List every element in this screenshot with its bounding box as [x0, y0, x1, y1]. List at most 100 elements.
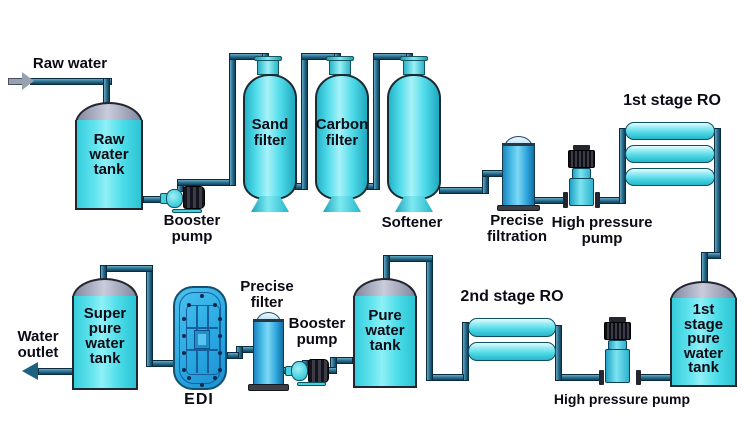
ro-stage-1-label: 1st stage RO — [623, 92, 721, 109]
tank-body — [670, 298, 737, 387]
pipe-segment — [640, 374, 672, 381]
vessel-cap — [403, 60, 425, 75]
bolt-dot — [218, 351, 222, 355]
ro2-membrane — [468, 318, 556, 337]
ro1-membrane — [625, 168, 715, 186]
pipe-segment — [146, 265, 153, 367]
booster-pump-2-impeller — [291, 361, 308, 381]
booster-pump-1-impeller — [166, 189, 183, 208]
edi-label: EDI — [184, 391, 214, 408]
ro1-membrane — [625, 145, 715, 163]
raw-water-arrow-shaft — [8, 78, 23, 85]
bolt-dot — [213, 303, 217, 307]
bolt-dot — [218, 368, 222, 372]
booster-pump-2-motor — [308, 359, 329, 383]
ro-stage-2-label: 2nd stage RO — [460, 288, 564, 305]
arrow-right-icon — [22, 72, 34, 90]
precise-filter-vessel — [253, 319, 284, 386]
bolt-dot — [218, 317, 222, 321]
tank-body — [75, 120, 143, 210]
raw-water-inlet-label: Raw water — [32, 55, 108, 72]
precise-filter-base — [248, 384, 289, 391]
pipe-segment — [227, 352, 239, 359]
pipe-segment — [30, 78, 112, 85]
arrow-left-icon — [22, 362, 38, 380]
tank-label: Raw water tank — [89, 131, 129, 178]
booster-pump-1-base — [172, 209, 202, 213]
bolt-dot — [200, 383, 204, 387]
vessel-skirt — [323, 196, 361, 212]
hp-pump-1-flange — [563, 192, 568, 208]
ro1-membrane — [625, 122, 715, 140]
edi-inner-frame — [186, 305, 220, 375]
pipe-segment — [100, 265, 153, 272]
softener-label: Softener — [381, 214, 443, 231]
vessel-cap — [257, 60, 279, 75]
high-pressure-pump-2-label: High pressure pump — [553, 391, 691, 407]
booster-pump-2-base — [297, 382, 326, 386]
booster-pump-1-motor — [183, 186, 205, 209]
pipe-segment — [432, 374, 464, 381]
edi-unit — [173, 286, 227, 390]
tank-label: 1st stage pure water tank — [683, 301, 724, 376]
pure-water-tank: Pure water tank — [353, 278, 417, 388]
bolt-dot — [182, 334, 186, 338]
hp-pump-2-motor — [604, 322, 631, 340]
hp-pump-2-cap — [609, 317, 626, 322]
vessel-skirt — [395, 196, 433, 212]
precise-filtration-vessel — [502, 143, 535, 207]
tank-label: Pure water tank — [365, 307, 405, 354]
bolt-dot — [187, 303, 191, 307]
pipe-segment — [426, 257, 433, 381]
edi-line — [186, 327, 218, 329]
bolt-dot — [213, 376, 217, 380]
bolt-dot — [182, 368, 186, 372]
pipe-segment — [335, 357, 353, 364]
carbon-filter-vessel — [315, 74, 369, 200]
bolt-dot — [182, 351, 186, 355]
edi-center-square — [194, 330, 210, 349]
tank-body — [353, 296, 417, 388]
pipe-segment — [177, 179, 236, 186]
first-stage-pure-water-tank: 1st stage pure water tank — [670, 281, 737, 387]
pipe-segment — [534, 197, 566, 204]
pipe-segment — [560, 374, 602, 381]
hp-pump-1-motor — [568, 150, 595, 168]
hp-pump-2-body — [605, 349, 630, 383]
ro2-membrane — [468, 342, 556, 361]
pipe-segment — [619, 128, 626, 204]
pipe-segment — [386, 255, 433, 262]
softener-vessel — [387, 74, 441, 200]
pipe-segment — [701, 252, 708, 284]
sand-filter-vessel — [243, 74, 297, 200]
hp-pump-2-flange — [636, 370, 641, 385]
raw-water-tank: Raw water tank — [75, 102, 143, 210]
hp-pump-2-flange — [599, 370, 604, 385]
bolt-dot — [200, 294, 204, 298]
hp-pump-1-cap — [573, 145, 590, 150]
hp-pump-1-body — [569, 178, 594, 206]
tank-label: Super pure water tank — [83, 305, 127, 367]
vessel-skirt — [251, 196, 289, 212]
precise-filtration-base — [497, 205, 540, 211]
pipe-segment — [38, 368, 73, 375]
pipe-segment — [714, 128, 721, 259]
bolt-dot — [218, 334, 222, 338]
super-pure-water-tank: Super pure water tank — [72, 278, 138, 390]
edi-line — [186, 349, 218, 351]
pipe-segment — [555, 325, 562, 381]
bolt-dot — [182, 317, 186, 321]
tank-body — [72, 296, 138, 390]
vessel-cap — [329, 60, 351, 75]
pipe-segment — [152, 360, 174, 367]
bolt-dot — [187, 376, 191, 380]
hp-pump-1-flange — [595, 192, 600, 208]
